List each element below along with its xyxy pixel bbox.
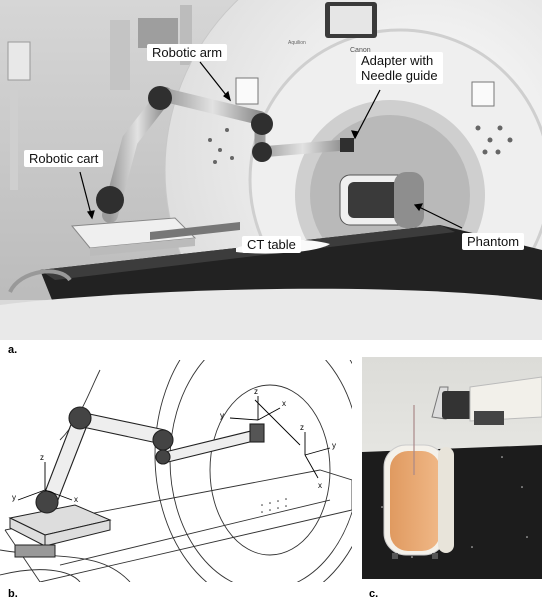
callout-ct-table: CT table <box>242 236 301 253</box>
panel-a-photo: Canon Aquilion <box>0 0 542 340</box>
callout-robotic-arm: Robotic arm <box>147 44 228 61</box>
panel-label-c: c. <box>369 588 379 600</box>
panel-c-photo <box>362 357 542 579</box>
axis-x-tool: x <box>282 399 286 408</box>
axis-x-phantom: x <box>318 481 322 490</box>
phantom-drawing <box>339 172 424 228</box>
axis-z-tool: z <box>254 387 258 396</box>
callout-adapter-line1: Adapter with <box>361 53 434 68</box>
scanner-model-text: Aquilion <box>288 40 306 46</box>
panel-label-a: a. <box>8 344 18 356</box>
callout-adapter-line2: Needle guide <box>361 68 438 83</box>
axis-y-tool: y <box>220 411 224 420</box>
ct-room-scene: Canon Aquilion <box>0 0 542 340</box>
panel-b-drawing: z y x z y x z y x <box>0 360 352 582</box>
phantom-closeup <box>362 357 542 579</box>
axis-y-base: y <box>12 493 16 502</box>
robotic-arm-drawing <box>96 86 354 223</box>
axis-z-phantom: z <box>300 423 304 432</box>
axis-y-phantom: y <box>332 441 336 450</box>
callout-robotic-cart: Robotic cart <box>24 150 104 167</box>
robot-schematic: z y x z y x z y x <box>0 360 352 582</box>
panel-label-b: b. <box>8 588 18 600</box>
callout-adapter: Adapter with Needle guide <box>356 52 443 84</box>
scanner-brand-text: Canon <box>350 47 371 54</box>
axis-x-base: x <box>74 495 78 504</box>
callout-phantom: Phantom <box>462 233 525 250</box>
axis-z-base: z <box>40 453 44 462</box>
